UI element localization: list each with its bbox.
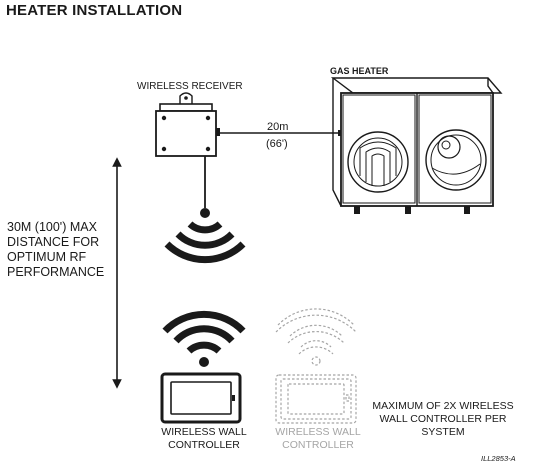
wireless-receiver-label: WIRELESS RECEIVER <box>137 81 243 92</box>
max-controllers-note: MAXIMUM OF 2X WIRELESS WALL CONTROLLER P… <box>372 400 514 438</box>
gas-heater-icon <box>330 77 503 214</box>
cable-length-metric: 20m <box>267 121 289 133</box>
gas-heater-label: GAS HEATER <box>330 66 389 76</box>
receiver-box-icon <box>155 92 220 157</box>
wall-controller-icon <box>160 372 242 424</box>
figure-reference: ILL2853-A <box>481 454 516 463</box>
wifi-signal-icon <box>275 308 357 366</box>
wifi-signal-icon <box>164 208 246 264</box>
page-title: HEATER INSTALLATION <box>6 2 183 19</box>
cable-length-imperial: (66') <box>266 138 288 150</box>
wall-controller-icon <box>275 374 357 424</box>
controller-2-label: WIRELESS WALL CONTROLLER <box>275 426 361 451</box>
controller-1-label: WIRELESS WALL CONTROLLER <box>161 426 247 451</box>
range-note: 30M (100') MAX DISTANCE FOR OPTIMUM RF P… <box>7 220 105 279</box>
wifi-signal-icon <box>162 310 246 367</box>
